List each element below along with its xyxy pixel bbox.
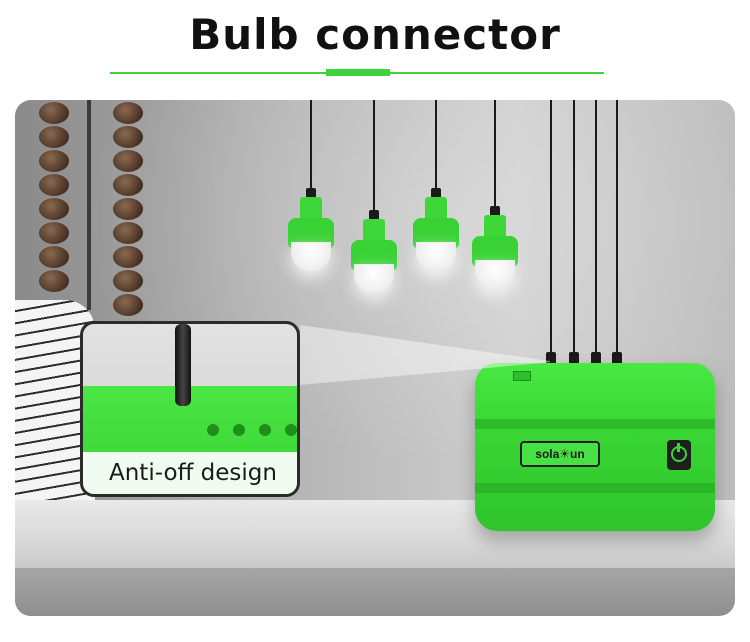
bulb-connector-jack	[546, 352, 556, 368]
bulb-wire	[494, 100, 496, 210]
bulb-wire	[373, 100, 375, 214]
bead-string-left	[37, 100, 71, 292]
device-cable	[550, 100, 552, 356]
device-cable	[595, 100, 597, 356]
bulb-connector-jack	[569, 352, 579, 368]
zoom-callout: Anti-off design	[80, 321, 300, 497]
green-bulb	[288, 188, 334, 278]
bead-string-right	[111, 100, 145, 316]
usb-port	[513, 371, 531, 381]
table-edge	[15, 568, 735, 616]
callout-label: Anti-off design	[83, 452, 297, 494]
green-bulb	[351, 210, 397, 300]
green-bulb	[413, 188, 459, 278]
bulb-wire	[310, 100, 312, 192]
decor-pole	[87, 100, 91, 310]
power-button	[667, 440, 691, 470]
brand-logo: sola☀un	[520, 441, 600, 467]
plug-closeup	[175, 324, 191, 406]
title-underline-accent	[326, 69, 390, 76]
device-cable	[616, 100, 618, 356]
page-title: Bulb connector	[189, 10, 561, 59]
bulb-connector-jack	[591, 352, 601, 368]
solar-power-box: sola☀un	[475, 363, 715, 531]
bulb-connector-jack	[612, 352, 622, 368]
bulb-wire	[435, 100, 437, 192]
device-cable	[573, 100, 575, 356]
green-bulb	[472, 206, 518, 296]
product-scene: sola☀un Anti-off design	[15, 100, 735, 616]
sun-bulb-logo-icon: ☀	[559, 447, 571, 461]
power-icon	[671, 443, 687, 462]
